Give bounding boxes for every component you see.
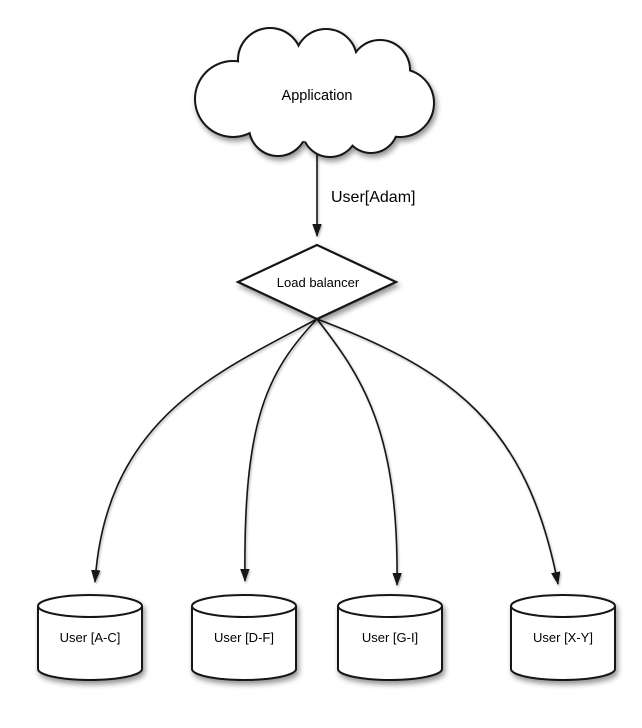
application-cloud-node: Application — [194, 27, 435, 158]
database-cylinder-top — [337, 594, 443, 618]
db-label-xy: User [X-Y] — [533, 630, 593, 645]
database-cylinder-icon — [337, 606, 443, 681]
edge-label-user-adam: User[Adam] — [331, 189, 415, 206]
database-cylinder-icon — [37, 606, 143, 681]
database-cylinder-top — [191, 594, 297, 618]
database-cylinder-top — [510, 594, 616, 618]
db-label-gi: User [G-I] — [362, 630, 418, 645]
database-cylinder-icon — [191, 606, 297, 681]
load-balancer-diamond-icon — [235, 243, 399, 321]
edges — [91, 153, 561, 586]
load-balancer-label: Load balancer — [277, 275, 360, 290]
edge-loadbalancer-to-db-ac — [91, 318, 318, 583]
db-node-ac: User [A-C] — [37, 594, 143, 681]
db-label-ac: User [A-C] — [60, 630, 121, 645]
db-node-xy: User [X-Y] — [510, 594, 616, 681]
db-node-df: User [D-F] — [191, 594, 297, 681]
db-label-df: User [D-F] — [214, 630, 274, 645]
application-label: Application — [282, 88, 353, 104]
edge-loadbalancer-to-db-df — [240, 318, 318, 582]
database-cylinder-icon — [510, 606, 616, 681]
database-nodes: User [A-C] User [D-F] User [G-I] User [X… — [37, 594, 616, 681]
load-balancer-node: Load balancer — [235, 243, 399, 321]
db-node-gi: User [G-I] — [337, 594, 443, 681]
edge-loadbalancer-to-db-gi — [316, 318, 402, 586]
cloud-icon — [194, 27, 435, 158]
edge-loadbalancer-to-db-xy — [316, 318, 561, 585]
database-cylinder-top — [37, 594, 143, 618]
